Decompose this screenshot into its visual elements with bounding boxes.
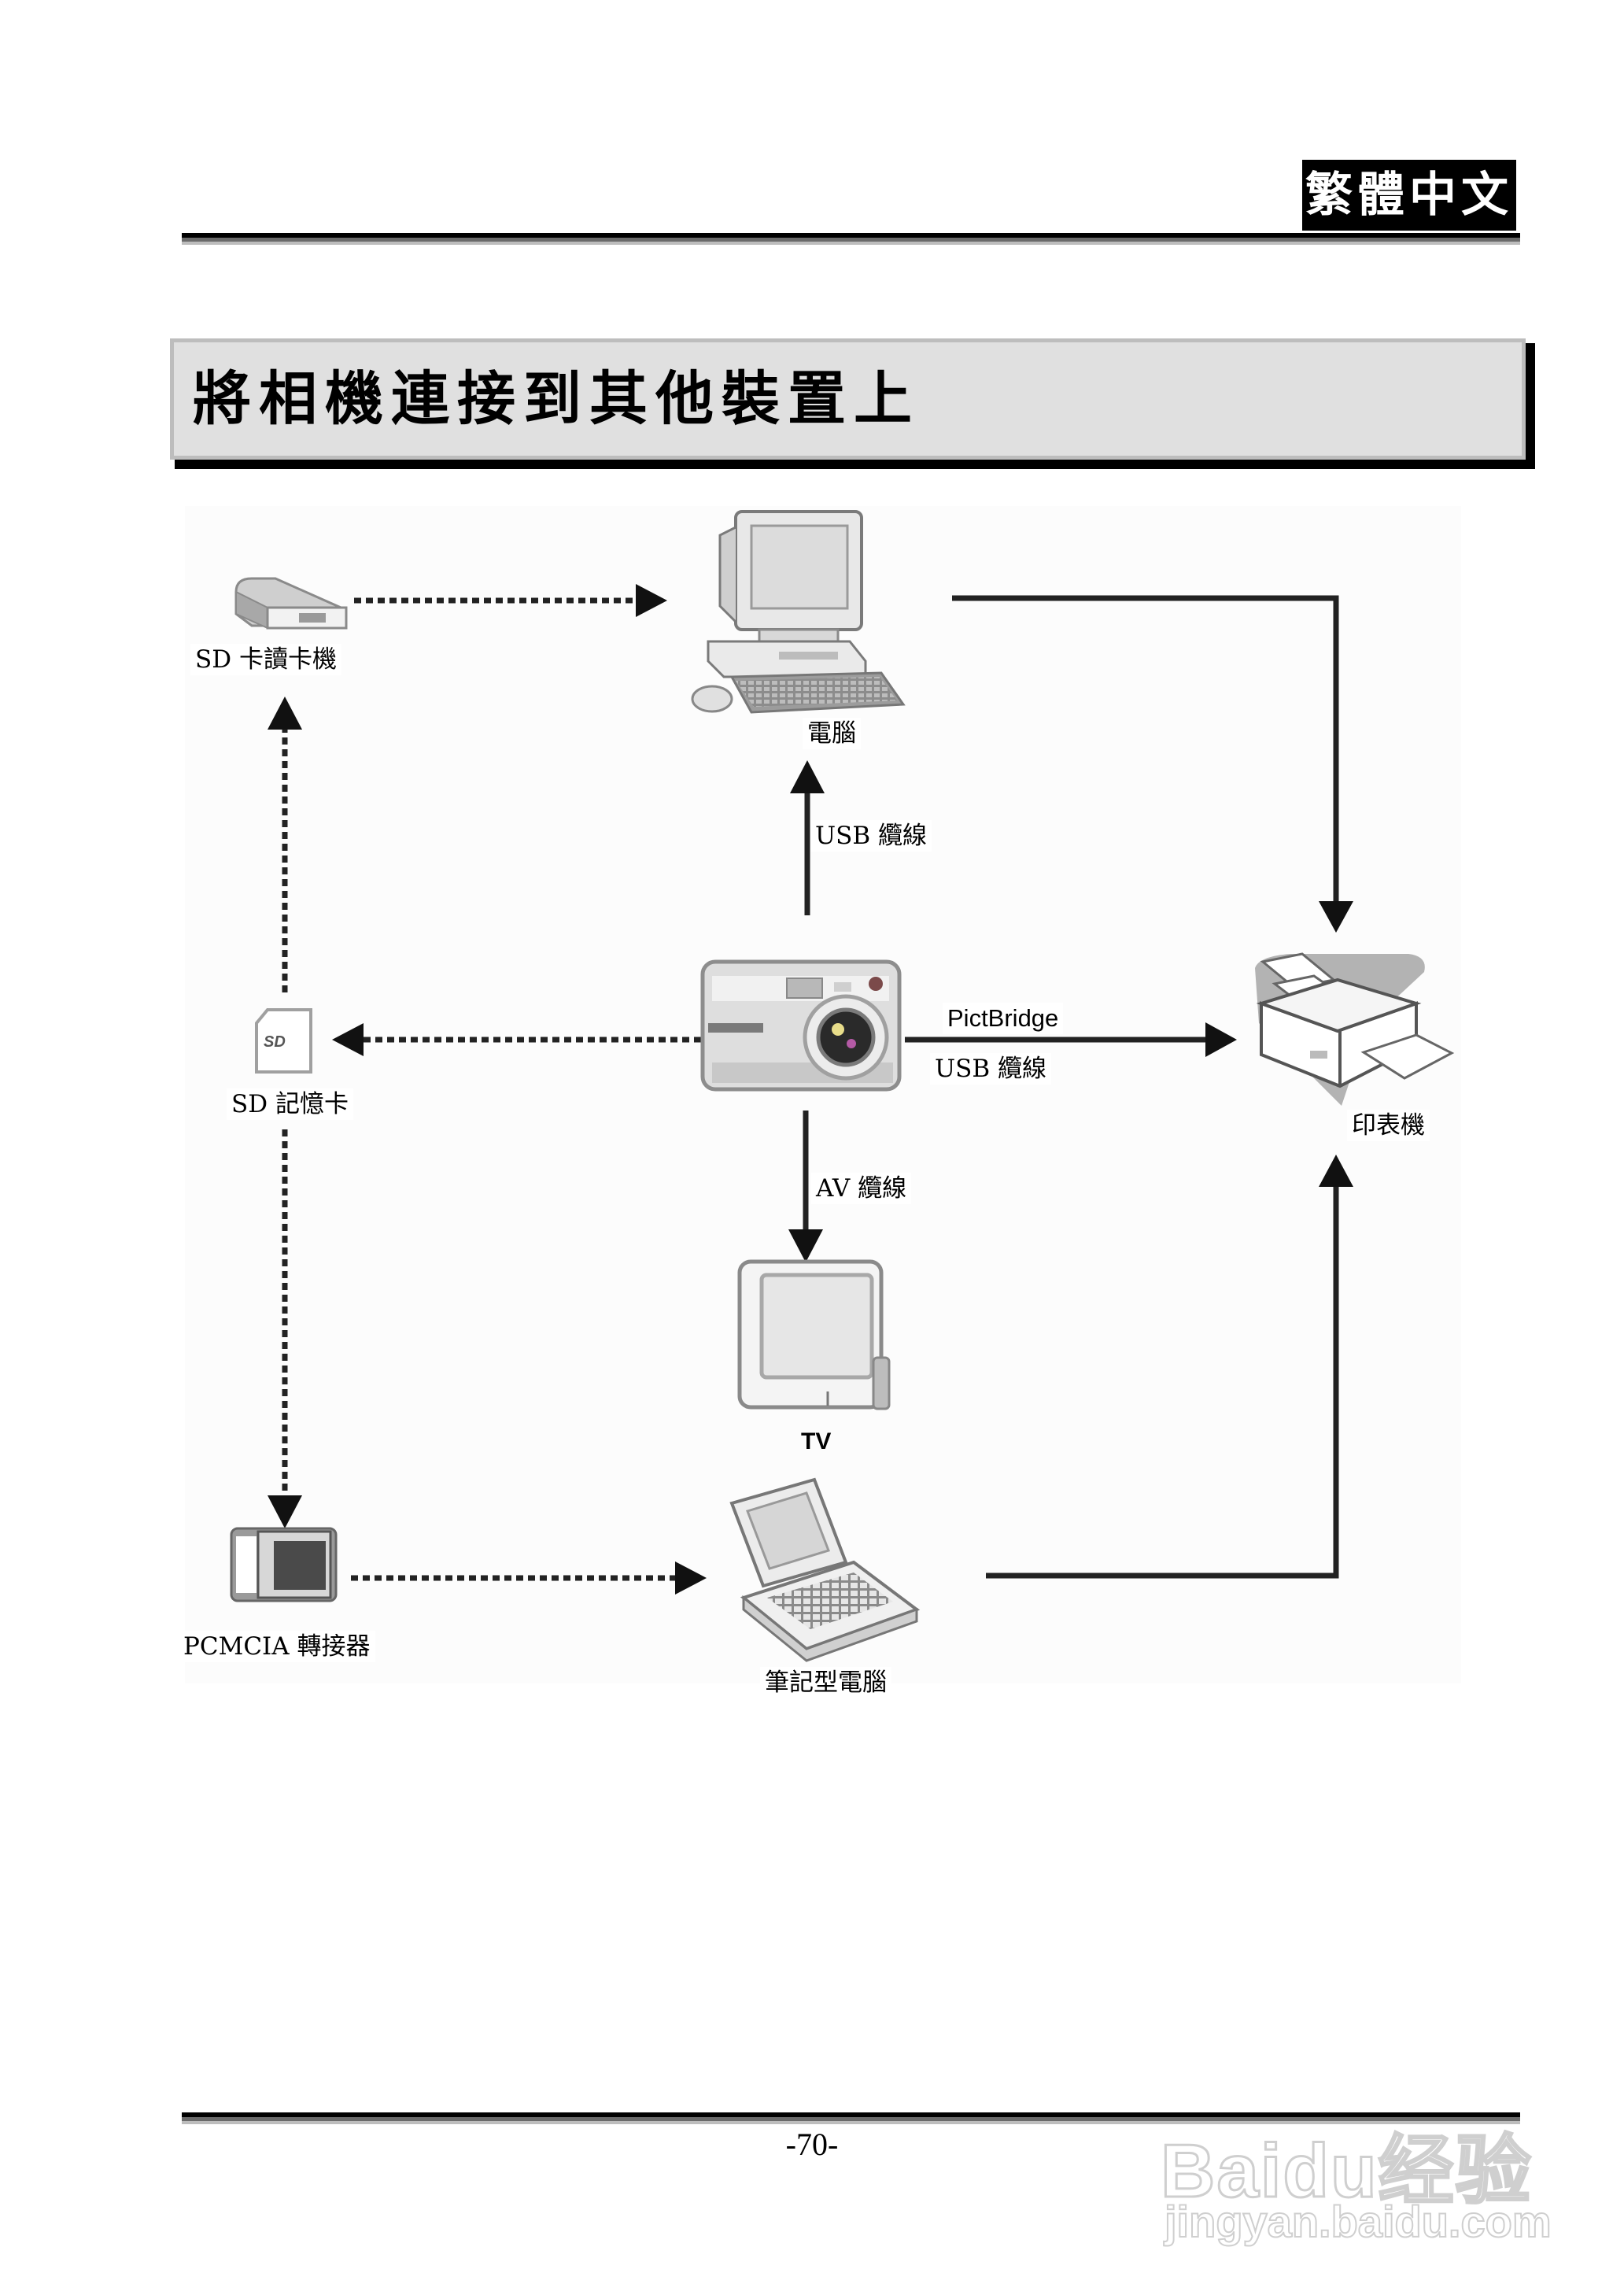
arrow-camera-to-tv [788,1111,823,1262]
arrow-camera-to-computer [790,760,825,915]
arrow-sdcard-to-sdreader [268,697,302,992]
svg-text:SD: SD [264,1033,286,1051]
section-title-box [170,338,1526,460]
label-av-cable: AV 纜線 [811,1173,912,1204]
watermark-brand: Baidu经验 [1160,2128,1533,2215]
label-sd-card-reader: SD 卡讀卡機 [190,644,341,675]
arrow-camera-to-sdcard [332,1023,701,1056]
footer-rule [182,2112,1520,2124]
arrow-sdreader-to-computer [354,584,667,617]
arrow-sdcard-to-pcmcia [268,1129,302,1528]
arrow-computer-to-printer [952,595,1353,933]
label-sd-card: SD 記憶卡 [227,1088,353,1120]
label-usb-cable-computer: USB 纜線 [810,820,932,852]
watermark-url: jingyan.baidu.com [1164,2196,1552,2247]
camera-icon [700,959,902,1092]
sd-card-reader-icon [234,577,348,630]
label-usb-cable-printer: USB 纜線 [930,1053,1051,1085]
section-title: 將相機連接到其他裝置上 [193,365,920,433]
computer-icon [691,510,906,714]
arrow-camera-to-printer [905,1022,1237,1057]
sd-card-icon: SD [255,1008,312,1074]
label-pictbridge: PictBridge [943,1003,1064,1034]
page-number: -70- [785,2127,839,2162]
laptop-icon [729,1477,921,1662]
arrow-laptop-to-printer [986,1155,1353,1579]
label-laptop: 筆記型電腦 [760,1667,891,1698]
language-badge: 繁體中文 [1302,160,1516,231]
header-rule [182,233,1520,245]
printer-icon [1255,952,1455,1106]
label-pcmcia-adapter: PCMCIA 轉接器 [179,1631,375,1662]
label-computer: 電腦 [803,718,861,749]
arrow-pcmcia-to-laptop [351,1561,707,1595]
label-tv: TV [801,1428,832,1454]
tv-icon [737,1259,891,1410]
label-printer: 印表機 [1347,1110,1430,1141]
pcmcia-adapter-icon [230,1527,338,1602]
